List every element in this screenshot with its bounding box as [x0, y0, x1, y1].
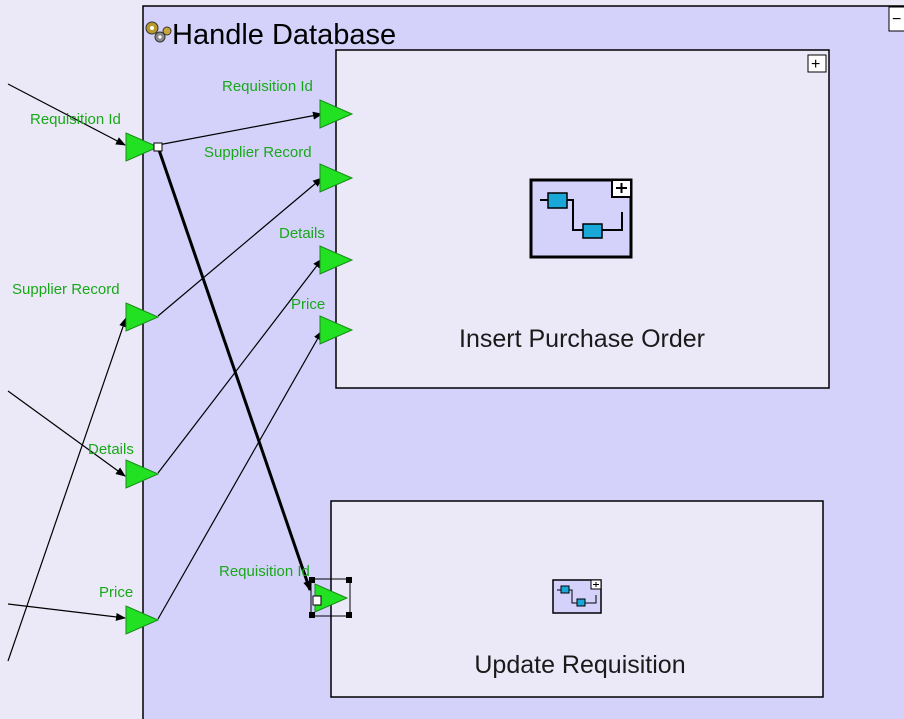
outer-port-label-supplier-record: Supplier Record [12, 281, 120, 298]
outer-port-requisition-id[interactable] [125, 132, 163, 162]
subprocess-icon [529, 178, 633, 259]
insert-port-label-requisition-id: Requisition Id [222, 78, 313, 95]
container-title: Handle Database [172, 19, 396, 51]
insert-port-details[interactable] [319, 245, 354, 275]
insert-port-label-price: Price [291, 296, 325, 313]
outer-port-label-requisition-id: Requisition Id [30, 111, 121, 128]
edge-requisition-id-to-update [156, 146, 312, 591]
edge-external-to-requisition-id [7, 83, 126, 146]
edge-external-to-supplier-record [7, 317, 127, 662]
gears-icon [145, 21, 172, 43]
update-box-label: Update Requisition [474, 651, 685, 679]
insert-box-label: Insert Purchase Order [459, 325, 705, 353]
insert-port-label-supplier-record: Supplier Record [204, 144, 312, 161]
edge-price-to-insert [157, 330, 323, 620]
outer-port-label-price: Price [99, 584, 133, 601]
insert-expand-button[interactable]: + [807, 54, 827, 73]
update-port-requisition-id[interactable] [309, 577, 352, 618]
edges [7, 83, 323, 662]
insert-port-label-details: Details [279, 225, 325, 242]
insert-port-supplier-record[interactable] [319, 163, 354, 193]
subprocess-icon [552, 579, 602, 614]
insert-port-price[interactable] [319, 315, 354, 345]
edge-external-to-price [7, 603, 126, 621]
edge-requisition-id-to-insert [157, 111, 323, 146]
insert-purchase-order-box[interactable]: + Insert Purchase Order [335, 49, 830, 389]
outer-port-supplier-record[interactable] [125, 302, 160, 332]
svg-text:+: + [811, 56, 820, 73]
insert-port-requisition-id[interactable] [319, 99, 354, 129]
outer-port-details[interactable] [125, 459, 160, 489]
selection-handles[interactable] [309, 577, 352, 618]
edge-external-to-details [7, 390, 126, 477]
edge-details-to-insert [157, 258, 323, 474]
outer-port-price[interactable] [125, 605, 160, 635]
container-collapse-button[interactable]: − [888, 6, 904, 32]
outer-port-label-details: Details [88, 441, 134, 458]
svg-text:−: − [892, 11, 901, 28]
update-requisition-box[interactable]: Update Requisition [330, 500, 824, 698]
update-port-label-requisition-id: Requisition Id [219, 563, 310, 580]
edge-supplier-record-to-insert [157, 177, 323, 317]
